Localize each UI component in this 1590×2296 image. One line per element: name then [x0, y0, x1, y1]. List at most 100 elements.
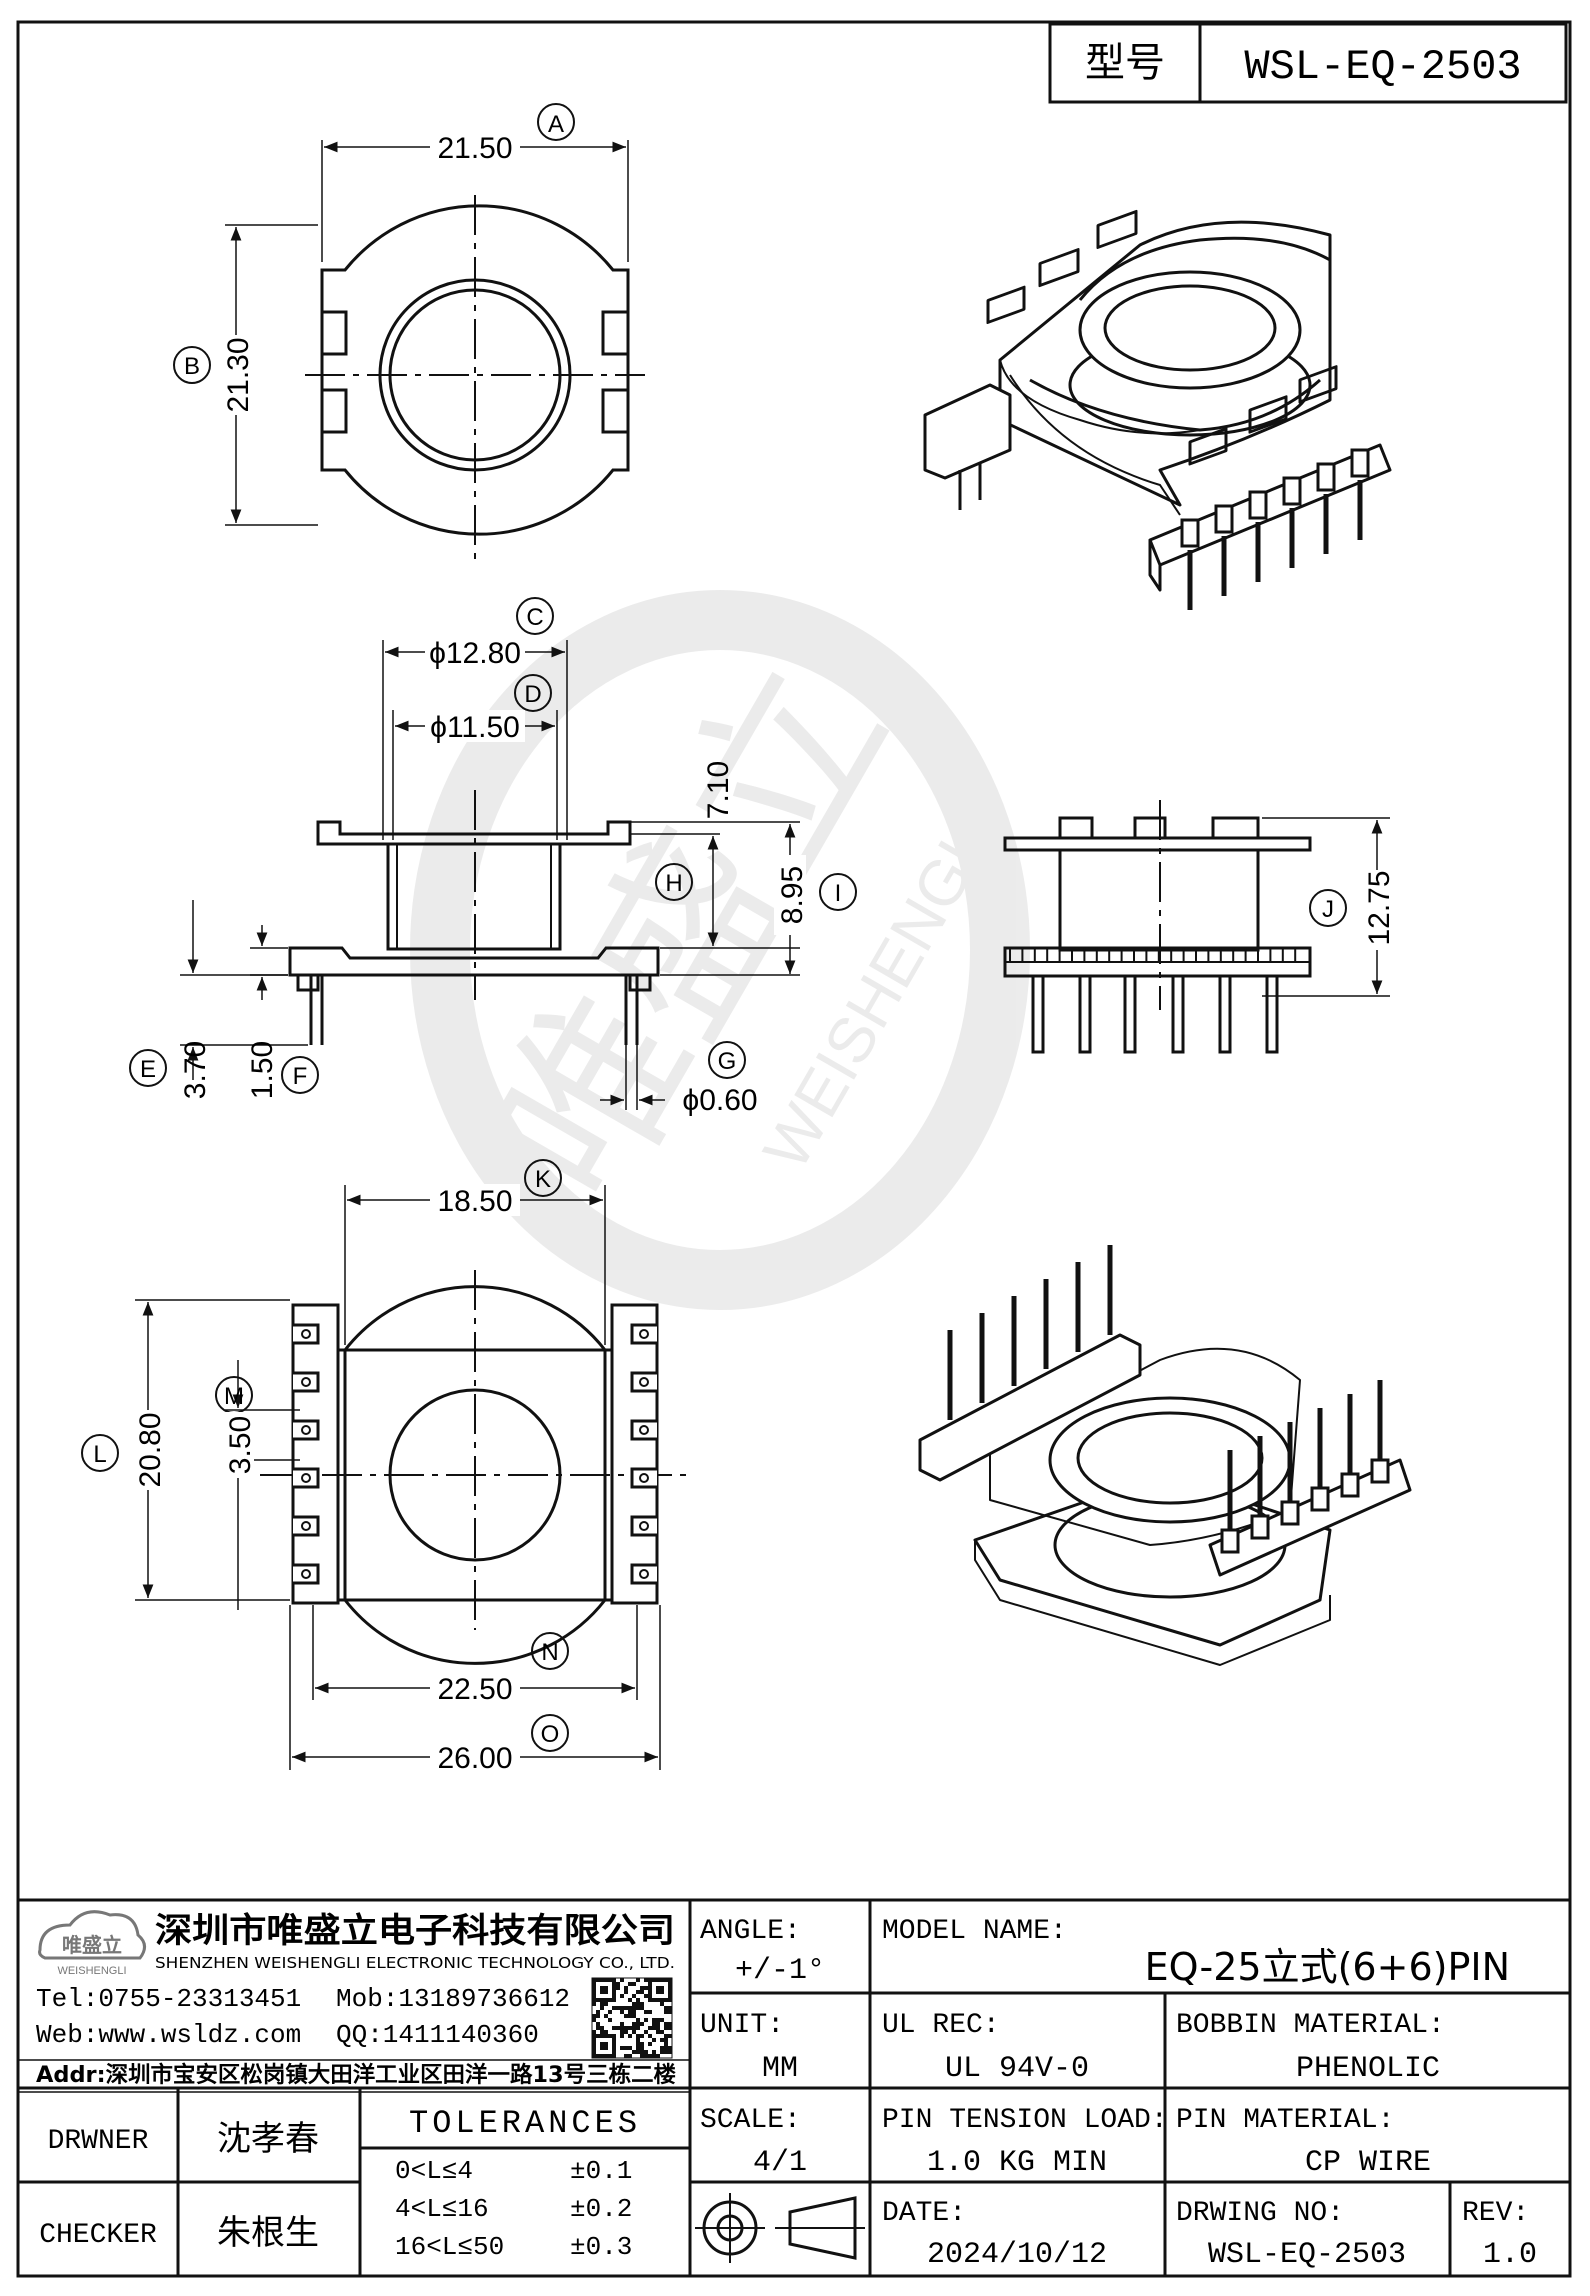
model-header: 型号 WSL-EQ-2503 — [1048, 22, 1568, 104]
qr-cell — [628, 2026, 632, 2030]
qr-cell — [664, 2046, 668, 2050]
slot-left — [293, 1419, 320, 1441]
qr-cell — [664, 2010, 668, 2014]
qr-cell — [664, 2022, 668, 2026]
tolerance-range: 0<L≤4 — [395, 2156, 473, 2186]
model-name-value: EQ-25立式(6+6)PIN — [1145, 1945, 1510, 1989]
qr-cell — [668, 2010, 672, 2014]
qr-cell — [636, 2002, 640, 2006]
qr-cell — [644, 2054, 648, 2058]
side-pin — [1265, 974, 1279, 1054]
rev-label: REV: — [1462, 2198, 1529, 2229]
isometric-view-top — [923, 209, 1392, 592]
qr-cell — [644, 2010, 648, 2014]
dim-g-letter: G — [718, 1048, 737, 1075]
slot-right-hole — [639, 1377, 649, 1387]
qr-cell — [636, 2018, 640, 2022]
qr-cell — [644, 1994, 648, 1998]
dim-j-value: 12.75 — [1363, 870, 1396, 945]
dim-l-letter: L — [93, 1441, 106, 1468]
qr-cell — [624, 1990, 628, 1994]
qr-cell — [660, 2018, 664, 2022]
side-pin — [1078, 974, 1092, 1054]
qr-cell — [648, 2010, 652, 2014]
slot-left — [293, 1563, 320, 1585]
qr-cell — [656, 2022, 660, 2026]
qr-cell — [600, 2002, 604, 2006]
qr-cell — [632, 2026, 636, 2030]
qr-cell — [600, 2006, 604, 2010]
slot-left — [293, 1467, 320, 1489]
qr-cell — [640, 2054, 644, 2058]
qr-cell — [628, 2010, 632, 2014]
slot-left — [293, 1515, 320, 1537]
side-view-teeth — [1009, 948, 1297, 962]
dim-b-letter: B — [184, 353, 200, 380]
qr-cell — [624, 2046, 628, 2050]
qr-cell — [636, 2034, 640, 2038]
qr-cell — [668, 2034, 672, 2038]
company-logo: 唯盛立 WEISHENGLI — [38, 1910, 146, 1977]
qr-cell — [592, 2018, 596, 2022]
qr-cell — [636, 2006, 640, 2010]
qr-cell — [652, 2018, 656, 2022]
slot-left — [293, 1323, 320, 1345]
qr-cell — [632, 1994, 636, 1998]
dim-c-letter: C — [526, 604, 543, 631]
pin-tension-label: PIN TENSION LOAD: — [882, 2105, 1168, 2136]
qr-cell — [628, 2046, 632, 2050]
qr-cell — [640, 1990, 644, 1994]
qr-cell — [640, 2042, 644, 2046]
checker-label: CHECKER — [39, 2220, 157, 2251]
qr-finder — [592, 2034, 616, 2058]
bobbin-label: BOBBIN MATERIAL: — [1176, 2010, 1445, 2041]
company-tel: Tel:0755-23313451 — [36, 1984, 301, 2014]
qr-cell — [660, 2002, 664, 2006]
top-view — [173, 103, 645, 565]
qr-cell — [640, 1986, 644, 1990]
qr-cell — [592, 2030, 596, 2034]
dim-n-value: 22.50 — [437, 1673, 512, 1706]
qr-cell — [660, 2046, 664, 2050]
qr-cell — [632, 2022, 636, 2026]
qr-cell — [628, 2054, 632, 2058]
tolerance-value: ±0.2 — [570, 2194, 632, 2224]
qr-cell — [620, 1994, 624, 1998]
qr-cell — [620, 2010, 624, 2014]
qr-cell — [628, 1982, 632, 1986]
qr-cell — [652, 2026, 656, 2030]
qr-cell — [652, 2022, 656, 2026]
qr-code — [591, 1977, 673, 2059]
qr-cell — [644, 2030, 648, 2034]
qr-cell — [596, 2022, 600, 2026]
slot-right — [630, 1515, 657, 1537]
dim-h-value: 7.10 — [702, 761, 735, 819]
iso2-pin-block — [1280, 1500, 1300, 1526]
qr-cell — [636, 2026, 640, 2030]
drawer-value: 沈孝春 — [217, 2119, 319, 2159]
qr-cell — [620, 2006, 624, 2010]
iso2-pin-block — [1370, 1458, 1390, 1484]
qr-cell — [616, 1986, 620, 1990]
qr-cell — [624, 2026, 628, 2030]
slot-left-hole — [301, 1473, 311, 1483]
slot-left-hole — [301, 1377, 311, 1387]
qr-cell — [612, 2026, 616, 2030]
checker-value: 朱根生 — [217, 2213, 319, 2253]
qr-cell — [664, 2050, 668, 2054]
tolerance-value: ±0.3 — [570, 2232, 632, 2262]
dim-i-letter: I — [835, 880, 842, 907]
qr-cell — [648, 2042, 652, 2046]
slot-right-hole — [639, 1569, 649, 1579]
iso2-pin-block — [1340, 1472, 1360, 1498]
iso2-pin-block — [1220, 1528, 1240, 1554]
qr-cell — [620, 2046, 624, 2050]
qr-cell — [652, 2054, 656, 2058]
qr-cell — [620, 1978, 624, 1982]
qr-cell — [660, 2030, 664, 2034]
qr-cell — [640, 2006, 644, 2010]
tolerance-rows: 0<L≤4±0.14<L≤16±0.216<L≤50±0.3 — [395, 2156, 632, 2262]
qr-cell — [640, 2050, 644, 2054]
slot-left-hole — [301, 1425, 311, 1435]
slot-right-hole — [639, 1473, 649, 1483]
